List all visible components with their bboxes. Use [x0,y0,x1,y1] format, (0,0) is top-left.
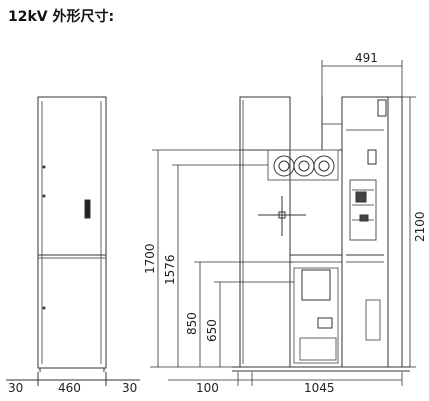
dim-side-100: 100 [196,381,219,395]
dimension-lines [150,60,416,386]
dim-1700: 1700 [143,243,157,274]
page-title: 12kV 外形尺寸: [8,9,115,25]
dim-1576: 1576 [163,254,177,285]
dim-650: 650 [205,319,219,342]
side-view [232,96,410,372]
dim-side-1045: 1045 [304,381,335,395]
dim-front-right-30: 30 [122,381,137,395]
dim-front-460: 460 [58,381,81,395]
dim-850: 850 [185,312,199,335]
dim-491: 491 [355,51,378,65]
front-view [6,96,140,386]
dim-front-left-30: 30 [8,381,23,395]
dim-2100: 2100 [413,211,427,242]
